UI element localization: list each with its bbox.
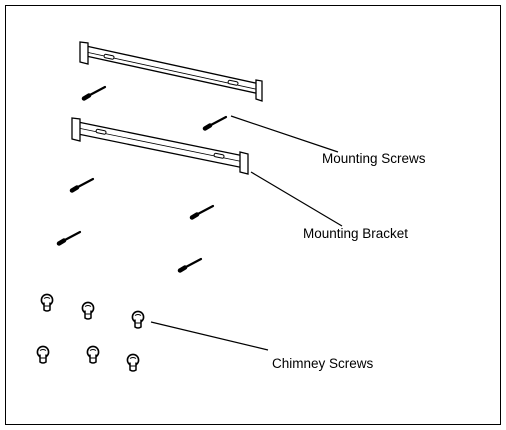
mounting-screw (205, 117, 226, 129)
chimney-screw (131, 310, 145, 329)
mounting-bracket-lower (71, 117, 249, 175)
label-chimney-screws: Chimney Screws (272, 356, 374, 371)
chimney-screw (36, 345, 50, 364)
chimney-screw (40, 293, 54, 312)
leader-line-mounting-bracket (250, 171, 343, 227)
mounting-screw (59, 232, 80, 244)
label-mounting-screws: Mounting Screws (322, 151, 426, 166)
chimney-screw (126, 353, 140, 372)
leader-line-mounting-screws (230, 115, 339, 153)
mounting-screw (192, 206, 213, 218)
chimney-screw (86, 345, 100, 364)
mounting-screw (72, 179, 93, 191)
leader-line-chimney-screws (150, 321, 269, 351)
mounting-screw (180, 259, 201, 271)
mounting-screw (84, 87, 105, 99)
mounting-bracket-upper (79, 41, 263, 102)
label-mounting-bracket: Mounting Bracket (303, 226, 409, 241)
chimney-screw (81, 301, 95, 320)
